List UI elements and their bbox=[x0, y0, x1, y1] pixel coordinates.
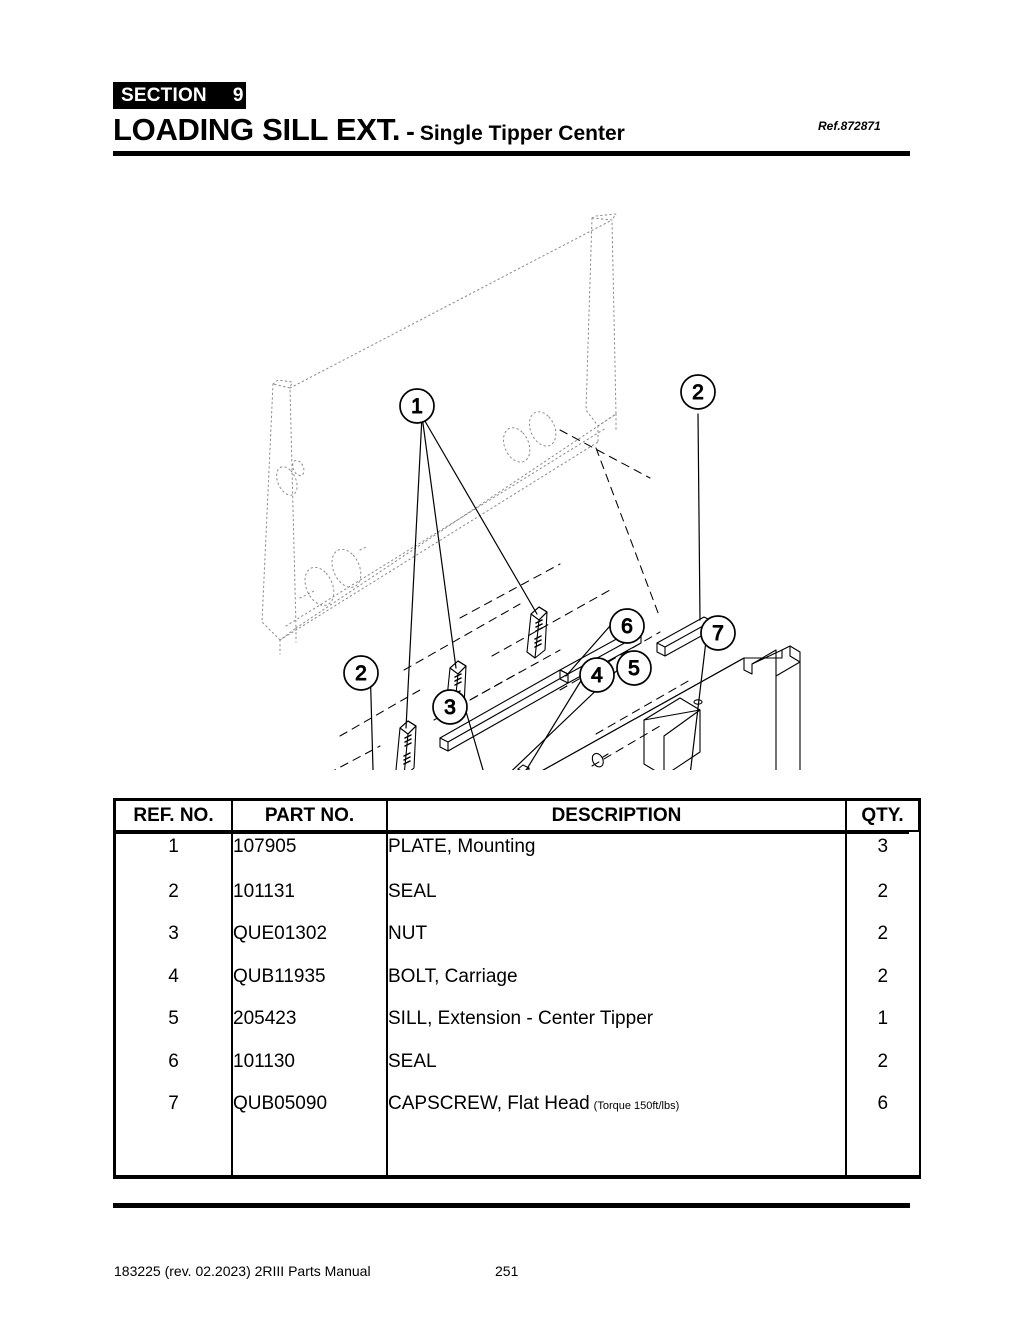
column-header-ref: REF. NO. bbox=[113, 798, 233, 832]
title-main: LOADING SILL EXT. bbox=[113, 112, 401, 147]
title-dash: - bbox=[406, 116, 415, 146]
cell-qty: 1 bbox=[845, 1007, 921, 1050]
callout-bubbles: 1 2 2 3 4 bbox=[343, 374, 736, 725]
table-header-row: REF. NO. PART NO. DESCRIPTION QTY. bbox=[113, 798, 921, 832]
callout-3-label: 3 bbox=[444, 696, 456, 719]
callout-4-label: 4 bbox=[591, 664, 603, 687]
assembly-drawing-svg: 1 2 2 3 4 bbox=[261, 213, 801, 770]
cell-qty: 2 bbox=[845, 922, 921, 965]
table-row: 5 205423 SILL, Extension - Center Tipper… bbox=[113, 1007, 921, 1050]
callout-6[interactable]: 6 bbox=[609, 608, 645, 644]
mounting-plate-c bbox=[395, 720, 417, 770]
cell-empty bbox=[386, 1134, 847, 1179]
assembly-alignment-lines bbox=[333, 429, 691, 770]
table-row: 4 QUB11935 BOLT, Carriage 2 bbox=[113, 964, 921, 1008]
column-header-qty: QTY. bbox=[845, 798, 921, 832]
callout-5-label: 5 bbox=[628, 657, 640, 680]
cell-empty bbox=[231, 1134, 388, 1179]
desc-text: NUT bbox=[388, 923, 428, 945]
parts-table: REF. NO. PART NO. DESCRIPTION QTY. 1 107… bbox=[113, 798, 921, 1179]
callout-1[interactable]: 1 bbox=[399, 388, 435, 424]
reference-code: Ref.872871 bbox=[818, 119, 881, 133]
callout-1-label: 1 bbox=[411, 395, 423, 418]
column-header-desc: DESCRIPTION bbox=[386, 798, 847, 832]
callout-2-upper-label: 2 bbox=[692, 381, 704, 404]
cell-part: 101130 bbox=[231, 1049, 388, 1093]
cell-part: QUB05090 bbox=[231, 1092, 388, 1135]
callout-2-lower[interactable]: 2 bbox=[343, 655, 379, 691]
cell-qty: 3 bbox=[845, 831, 921, 880]
callout-3[interactable]: 3 bbox=[432, 689, 468, 725]
page-title: LOADING SILL EXT. - Single Tipper Center bbox=[113, 112, 913, 148]
callout-7-label: 7 bbox=[712, 622, 724, 645]
title-subtitle: Single Tipper Center bbox=[419, 122, 625, 145]
exploded-assembly-diagram: 1 2 2 3 4 bbox=[0, 180, 1024, 770]
table-body: 1 107905 PLATE, Mounting 3 2 101131 SEAL… bbox=[113, 831, 921, 1179]
cell-empty bbox=[845, 1134, 921, 1179]
cell-ref: 6 bbox=[113, 1049, 233, 1093]
desc-text: SEAL bbox=[388, 880, 437, 902]
cell-ref: 2 bbox=[113, 879, 233, 923]
cell-qty: 2 bbox=[845, 1049, 921, 1093]
table-empty-space bbox=[113, 1134, 921, 1179]
cell-empty bbox=[113, 1134, 233, 1179]
callout-6-label: 6 bbox=[621, 615, 633, 638]
callout-2-upper[interactable]: 2 bbox=[680, 374, 716, 410]
cell-qty: 2 bbox=[845, 964, 921, 1008]
carriage-bolt-and-nut bbox=[517, 764, 530, 770]
cell-ref: 4 bbox=[113, 964, 233, 1008]
header-double-rule bbox=[113, 831, 909, 834]
callout-7[interactable]: 7 bbox=[700, 615, 736, 651]
mounting-plate-a bbox=[526, 606, 548, 659]
cell-part: QUB11935 bbox=[231, 964, 388, 1008]
table-row: 1 107905 PLATE, Mounting 3 bbox=[113, 831, 921, 880]
section-label: SECTION bbox=[121, 84, 207, 106]
callout-4[interactable]: 4 bbox=[579, 657, 615, 693]
desc-text: SILL, Extension - Center Tipper bbox=[388, 1008, 654, 1030]
footer-page-number: 251 bbox=[495, 1263, 519, 1279]
cell-part: 107905 bbox=[231, 831, 388, 880]
table-row: 2 101131 SEAL 2 bbox=[113, 879, 921, 923]
cell-ref: 3 bbox=[113, 922, 233, 965]
sill-extension-body bbox=[542, 645, 801, 770]
seal-long-lower bbox=[439, 669, 569, 752]
cell-desc: SILL, Extension - Center Tipper bbox=[386, 1007, 847, 1050]
cell-desc: BOLT, Carriage bbox=[386, 964, 847, 1008]
desc-note: (Torque 150ft/lbs) bbox=[593, 1100, 680, 1113]
cell-desc: CAPSCREW, Flat Head(Torque 150ft/lbs) bbox=[386, 1092, 847, 1135]
cell-part: 205423 bbox=[231, 1007, 388, 1050]
section-badge: SECTION 9 bbox=[113, 82, 246, 109]
cell-part: 101131 bbox=[231, 879, 388, 923]
desc-text: CAPSCREW, Flat Head bbox=[388, 1093, 590, 1115]
ghost-tipper-frame bbox=[261, 213, 617, 655]
cell-ref: 1 bbox=[113, 831, 233, 880]
cell-qty: 2 bbox=[845, 879, 921, 923]
cell-part: QUE01302 bbox=[231, 922, 388, 965]
capscrew-fasteners bbox=[591, 752, 609, 768]
section-number: 9 bbox=[232, 84, 244, 106]
callout-2-lower-label: 2 bbox=[355, 662, 367, 685]
table-row: 6 101130 SEAL 2 bbox=[113, 1049, 921, 1093]
footer-document-id: 183225 (rev. 02.2023) 2RIII Parts Manual bbox=[114, 1263, 371, 1279]
cell-desc: SEAL bbox=[386, 1049, 847, 1093]
callout-5[interactable]: 5 bbox=[616, 650, 652, 686]
column-header-part: PART NO. bbox=[231, 798, 388, 832]
desc-text: PLATE, Mounting bbox=[388, 836, 536, 857]
cell-desc: NUT bbox=[386, 922, 847, 965]
cell-qty: 6 bbox=[845, 1092, 921, 1135]
table-row: 3 QUE01302 NUT 2 bbox=[113, 922, 921, 965]
table-row: 7 QUB05090 CAPSCREW, Flat Head(Torque 15… bbox=[113, 1092, 921, 1135]
callout-leader-lines bbox=[369, 413, 709, 770]
cell-desc: PLATE, Mounting bbox=[386, 831, 847, 880]
header-divider bbox=[113, 151, 910, 156]
desc-text: BOLT, Carriage bbox=[388, 965, 518, 987]
cell-ref: 7 bbox=[113, 1092, 233, 1135]
cell-ref: 5 bbox=[113, 1007, 233, 1050]
footer-divider bbox=[113, 1203, 910, 1208]
cell-desc: SEAL bbox=[386, 879, 847, 923]
desc-text: SEAL bbox=[388, 1050, 437, 1072]
